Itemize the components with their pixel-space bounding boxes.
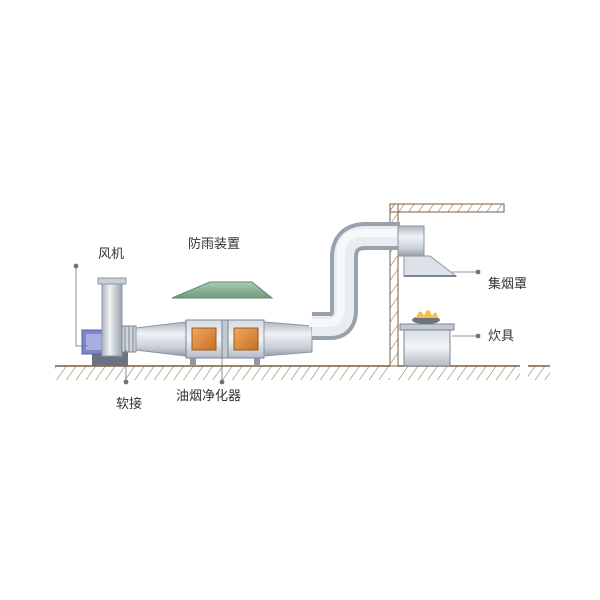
ground (55, 365, 550, 380)
smoke-hood (403, 255, 458, 277)
stove (399, 310, 455, 367)
label-hood: 集烟罩 (488, 277, 528, 292)
label-rain-cover: 防雨装置 (188, 237, 241, 252)
flexible-joint (121, 325, 137, 353)
leader-lines (73, 263, 481, 385)
label-stove: 炊具 (488, 329, 515, 344)
transition-duct (135, 321, 187, 357)
label-purifier: 油烟净化器 (176, 389, 242, 404)
building-wall (389, 203, 505, 367)
fan-unit (81, 277, 128, 366)
rain-cover (171, 281, 274, 299)
label-fan: 风机 (98, 247, 125, 262)
exhaust-duct (263, 222, 425, 357)
label-flex-joint: 软接 (116, 397, 143, 412)
oil-fume-purifier (185, 319, 265, 366)
